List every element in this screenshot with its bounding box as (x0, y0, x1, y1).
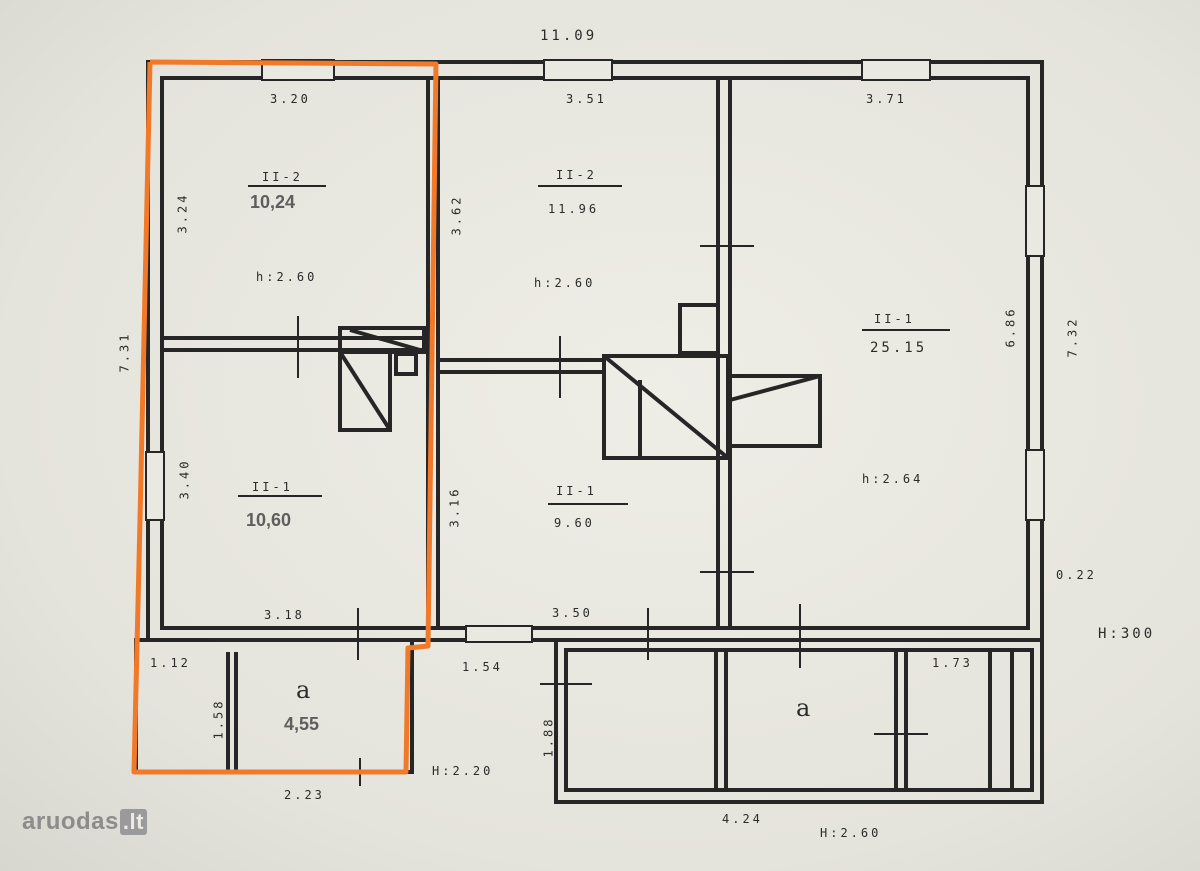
dim-overall-depth-right: 7.32 (1065, 316, 1080, 358)
stove-center-diag (602, 354, 730, 460)
stove-left-box (394, 352, 418, 376)
room4-width: 3.18 (264, 608, 305, 622)
room2-area: 11.96 (548, 202, 600, 216)
room1-code: II-2 (262, 170, 303, 184)
window-3 (861, 59, 931, 81)
window-2 (543, 59, 613, 81)
room4-depth: 3.40 (177, 458, 192, 500)
dim-height-porch-left: H:2.20 (432, 764, 494, 778)
annex-mid-depth: 1.88 (541, 716, 556, 758)
annex-mid-width: 1.54 (462, 660, 503, 674)
annex-right-small-width: 1.73 (932, 656, 973, 670)
stove-left-diag1 (338, 350, 392, 432)
room4-area: 10,60 (246, 510, 292, 530)
highlight-outline (131, 59, 439, 775)
room3-depth: 6.86 (1003, 306, 1018, 348)
dim-height-main: H:300 (1098, 626, 1156, 642)
room1-width: 3.20 (270, 92, 311, 106)
room2-height: h:2.60 (534, 276, 596, 290)
window-7 (465, 625, 533, 643)
dim-overall-depth-left: 7.31 (117, 331, 132, 373)
room3-height: h:2.64 (862, 472, 924, 486)
room2-width: 3.51 (566, 92, 607, 106)
stove-left-diag2 (349, 328, 421, 352)
room3-width: 3.71 (866, 92, 907, 106)
annex-left-area: 4,55 (284, 714, 320, 734)
stove-left-lower (338, 350, 392, 432)
stove-right (728, 374, 822, 448)
room1-area: 10,24 (250, 192, 296, 212)
annex-left-width: 2.23 (284, 788, 325, 802)
annex-left-letter: a (296, 676, 311, 704)
annex-right-width: 4.24 (722, 812, 763, 826)
dim-overall-width: 11.09 (540, 28, 598, 44)
room4-code: II-1 (252, 480, 293, 494)
window-4 (1025, 185, 1045, 257)
room2-depth: 3.62 (449, 194, 464, 236)
room5-area: 9.60 (554, 516, 595, 530)
logo-suffix: .lt (119, 809, 147, 835)
dim-height-porch-right: H:2.60 (820, 826, 882, 840)
room2-code: II-2 (556, 168, 597, 182)
room5-width: 3.50 (552, 606, 593, 620)
doors (297, 245, 928, 786)
stove-top-box (678, 303, 720, 355)
aruodas-logo: aruodas.lt (22, 808, 147, 836)
stove-right-diag (729, 374, 821, 402)
dim-wall-thickness: 0.22 (1056, 568, 1097, 582)
logo-text: aruodas (22, 808, 119, 835)
code-underlines (238, 185, 950, 505)
room3-area: 25.15 (870, 340, 928, 356)
window-5 (1025, 449, 1045, 521)
room5-code: II-1 (556, 484, 597, 498)
room1-height: h:2.60 (256, 270, 318, 284)
room1-depth: 3.24 (175, 192, 190, 234)
window-6 (145, 451, 165, 521)
annex-left-depth: 1.58 (211, 698, 226, 740)
annex-right-letter: a (796, 694, 811, 722)
annex-left-small-width: 1.12 (150, 656, 191, 670)
room3-code: II-1 (874, 312, 915, 326)
room5-depth: 3.16 (447, 486, 462, 528)
